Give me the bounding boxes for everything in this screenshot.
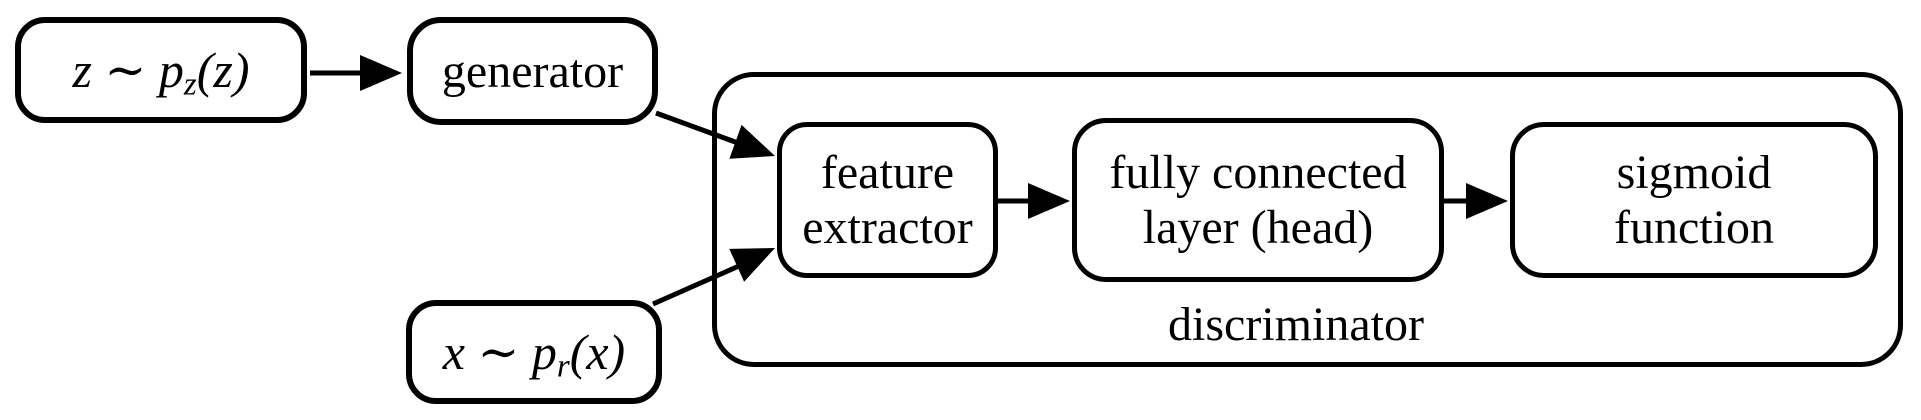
x-input-label: x ∼ pr(x) — [442, 323, 626, 384]
group-discriminator — [712, 72, 1903, 367]
sigmoid-label-line2: function — [1614, 201, 1774, 254]
fully-connected-label-line2: layer (head) — [1142, 201, 1374, 254]
node-fully-connected: fully connected layer (head) — [1072, 118, 1444, 282]
fully-connected-label-line1: fully connected — [1109, 146, 1407, 199]
arrow-z-to-generator — [310, 55, 402, 91]
discriminator-label: discriminator — [1168, 298, 1424, 351]
z-input-label: z ∼ pz(z) — [72, 41, 250, 102]
sigmoid-label-line1: sigmoid — [1616, 146, 1772, 199]
node-z-input: z ∼ pz(z) — [15, 17, 307, 123]
node-generator: generator — [407, 17, 658, 125]
feature-extractor-label-line2: extractor — [802, 201, 973, 254]
node-x-input: x ∼ pr(x) — [406, 300, 662, 404]
node-sigmoid: sigmoid function — [1510, 122, 1878, 278]
feature-extractor-label-line1: feature — [820, 146, 955, 199]
generator-label: generator — [441, 44, 624, 98]
node-feature-extractor: feature extractor — [777, 122, 998, 278]
